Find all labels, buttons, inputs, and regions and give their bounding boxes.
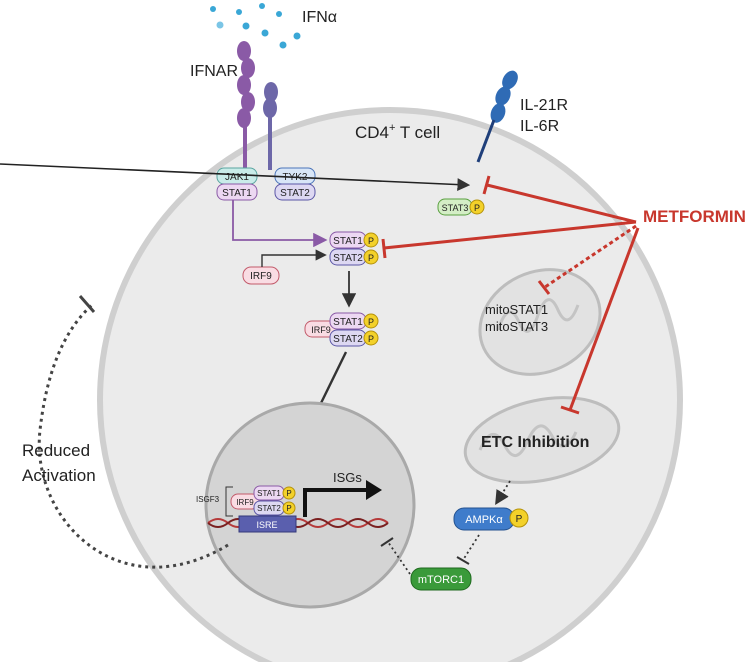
isgf3-complex-nucleus: IRF9 STAT1 P STAT2 P (230, 485, 296, 516)
isgs-label: ISGs (333, 470, 362, 485)
feedback-line2: Activation (22, 466, 96, 485)
svg-text:IRF9: IRF9 (311, 325, 331, 335)
ifnar-receptor (237, 41, 278, 170)
cell-label: CD4+ T cell (355, 122, 440, 142)
mitostat1-label: mitoSTAT1 (485, 302, 548, 317)
isgf3-bracket (225, 486, 233, 517)
stat1-activation-arrow (232, 200, 328, 248)
mitochondrion-lower (463, 396, 621, 484)
svg-text:P: P (474, 203, 480, 213)
il21r-label: IL-21R (520, 97, 568, 114)
isgf3-complex-cytoplasm: IRF9 STAT1 P STAT2 P (304, 312, 379, 347)
svg-text:P: P (368, 317, 374, 327)
stat3-box: STAT3 P (437, 198, 485, 216)
ifna-label: IFNα (302, 9, 337, 26)
svg-text:STAT1: STAT1 (333, 236, 363, 247)
isre-element: ISRE (238, 515, 297, 533)
mtorc1-box: mTORC1 (410, 567, 472, 591)
metformin-inhibitions (381, 175, 640, 415)
svg-text:AMPKα: AMPKα (465, 514, 503, 526)
mitostat3-label: mitoSTAT3 (485, 319, 548, 334)
svg-text:mTORC1: mTORC1 (418, 574, 464, 586)
svg-text:P: P (516, 514, 523, 525)
mitochondrion-upper (478, 268, 602, 376)
stat1-box-receptor: STAT1 (216, 183, 258, 201)
svg-text:P: P (368, 236, 374, 246)
ampk-box: AMPKα P (453, 507, 529, 531)
svg-text:STAT2: STAT2 (257, 504, 281, 513)
svg-text:P: P (368, 334, 374, 344)
ifnar-label: IFNAR (190, 63, 238, 80)
svg-text:P: P (286, 489, 291, 498)
nucleus (204, 401, 416, 609)
svg-text:STAT1: STAT1 (257, 489, 281, 498)
svg-text:STAT2: STAT2 (280, 188, 310, 199)
metformin-label: METFORMIN (643, 207, 746, 226)
svg-text:STAT2: STAT2 (333, 334, 363, 345)
svg-text:P: P (286, 504, 291, 513)
il-receptor (476, 70, 518, 163)
svg-text:STAT1: STAT1 (222, 188, 252, 199)
ampk-inhibits-mtorc1 (456, 534, 480, 565)
ifna-molecules (210, 3, 301, 49)
irf9-box: IRF9 (242, 266, 280, 285)
il-arrow (0, 163, 471, 191)
mtorc1-inhibits-transcription (380, 537, 411, 575)
svg-text:P: P (368, 253, 374, 263)
svg-text:JAK1: JAK1 (225, 172, 249, 183)
isgf3-label: ISGF3 (196, 495, 220, 504)
svg-text:ISRE: ISRE (256, 520, 277, 530)
svg-text:IRF9: IRF9 (236, 498, 254, 507)
isgs-arrow (303, 488, 370, 517)
etc-to-ampk-arrow (495, 480, 511, 506)
dna-helix (207, 518, 389, 528)
stat-dimer: STAT1 P STAT2 P (329, 231, 379, 266)
cell-body (97, 107, 683, 662)
stat2-box-receptor: STAT2 (274, 183, 316, 201)
isgs-arrowhead (366, 480, 382, 500)
svg-text:IRF9: IRF9 (250, 271, 272, 282)
feedback-inhibition-bar (78, 295, 96, 313)
svg-text:STAT3: STAT3 (442, 203, 469, 213)
feedback-line1: Reduced (22, 441, 90, 460)
svg-text:STAT1: STAT1 (333, 317, 363, 328)
irf9-arrow (261, 249, 327, 267)
il6r-label: IL-6R (520, 118, 559, 135)
svg-text:STAT2: STAT2 (333, 253, 363, 264)
etc-inhibition-label: ETC Inhibition (481, 434, 589, 451)
